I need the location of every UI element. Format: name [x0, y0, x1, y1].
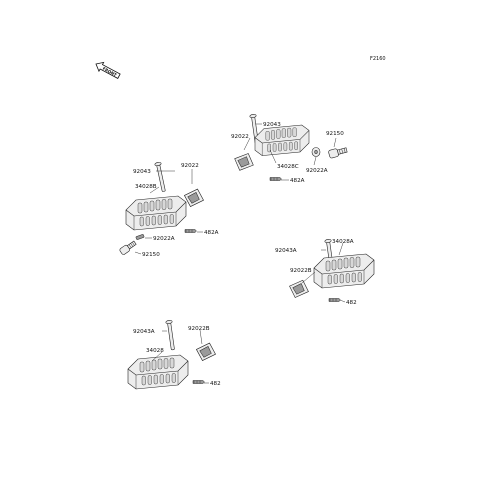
callout-92043A: 92043A: [275, 248, 297, 254]
footpeg-assembly-top-right: 92043 92022 34028C 482A 92150 92022A: [231, 113, 348, 184]
spacer-washer: [195, 342, 217, 362]
footpeg-assembly-bottom: 92043A 92022B 34028 482: [127, 319, 221, 390]
callout-482: 482: [210, 381, 221, 387]
callout-92022: 92022: [181, 163, 199, 169]
callout-92022A: 92022A: [153, 236, 175, 242]
footpeg-rubber: [125, 195, 187, 231]
bolt: [328, 147, 348, 159]
callout-92022B: 92022B: [188, 326, 210, 332]
footpeg-rubber: [313, 253, 375, 289]
callout-92043A: 92043A: [133, 329, 155, 335]
callout-92043: 92043: [263, 122, 281, 128]
callout-482: 482: [346, 300, 357, 306]
spacer-washer: [234, 152, 254, 171]
front-arrow-icon: FRONT: [95, 61, 121, 79]
callout-34028A: 34028A: [332, 239, 354, 245]
pivot-pin: [165, 319, 177, 351]
callout-92022B: 92022B: [290, 268, 312, 274]
callout-34028: 34028: [146, 348, 164, 354]
callout-34028B: 34028B: [135, 184, 157, 190]
small-pin: [135, 234, 145, 240]
footpeg-assembly-right: 92043A 34028A 92022B 482: [275, 238, 375, 306]
washer: [311, 147, 321, 157]
callout-92022A: 92022A: [306, 168, 328, 174]
cotter-pin: [328, 298, 341, 302]
spacer-washer: [183, 188, 205, 208]
callout-92043: 92043: [133, 169, 151, 175]
footpeg-rubber: [127, 354, 189, 390]
callout-482A: 482A: [290, 178, 305, 184]
footpeg-rubber: [254, 124, 310, 156]
front-label: FRONT: [102, 66, 118, 78]
cotter-pin: [192, 380, 205, 384]
footpeg-assembly-left: 92043 92022 34028B 92022A 482A 92150: [119, 161, 219, 258]
bolt: [119, 240, 137, 255]
spacer-washer: [288, 279, 310, 299]
reference-code: F2160: [370, 56, 386, 62]
cotter-pin: [184, 229, 197, 233]
callout-34028C: 34028C: [277, 164, 299, 170]
callout-482A: 482A: [204, 230, 219, 236]
callout-92022: 92022: [231, 134, 249, 140]
callout-92150: 92150: [142, 252, 160, 258]
cotter-pin: [269, 177, 282, 181]
callout-92150: 92150: [326, 131, 344, 137]
